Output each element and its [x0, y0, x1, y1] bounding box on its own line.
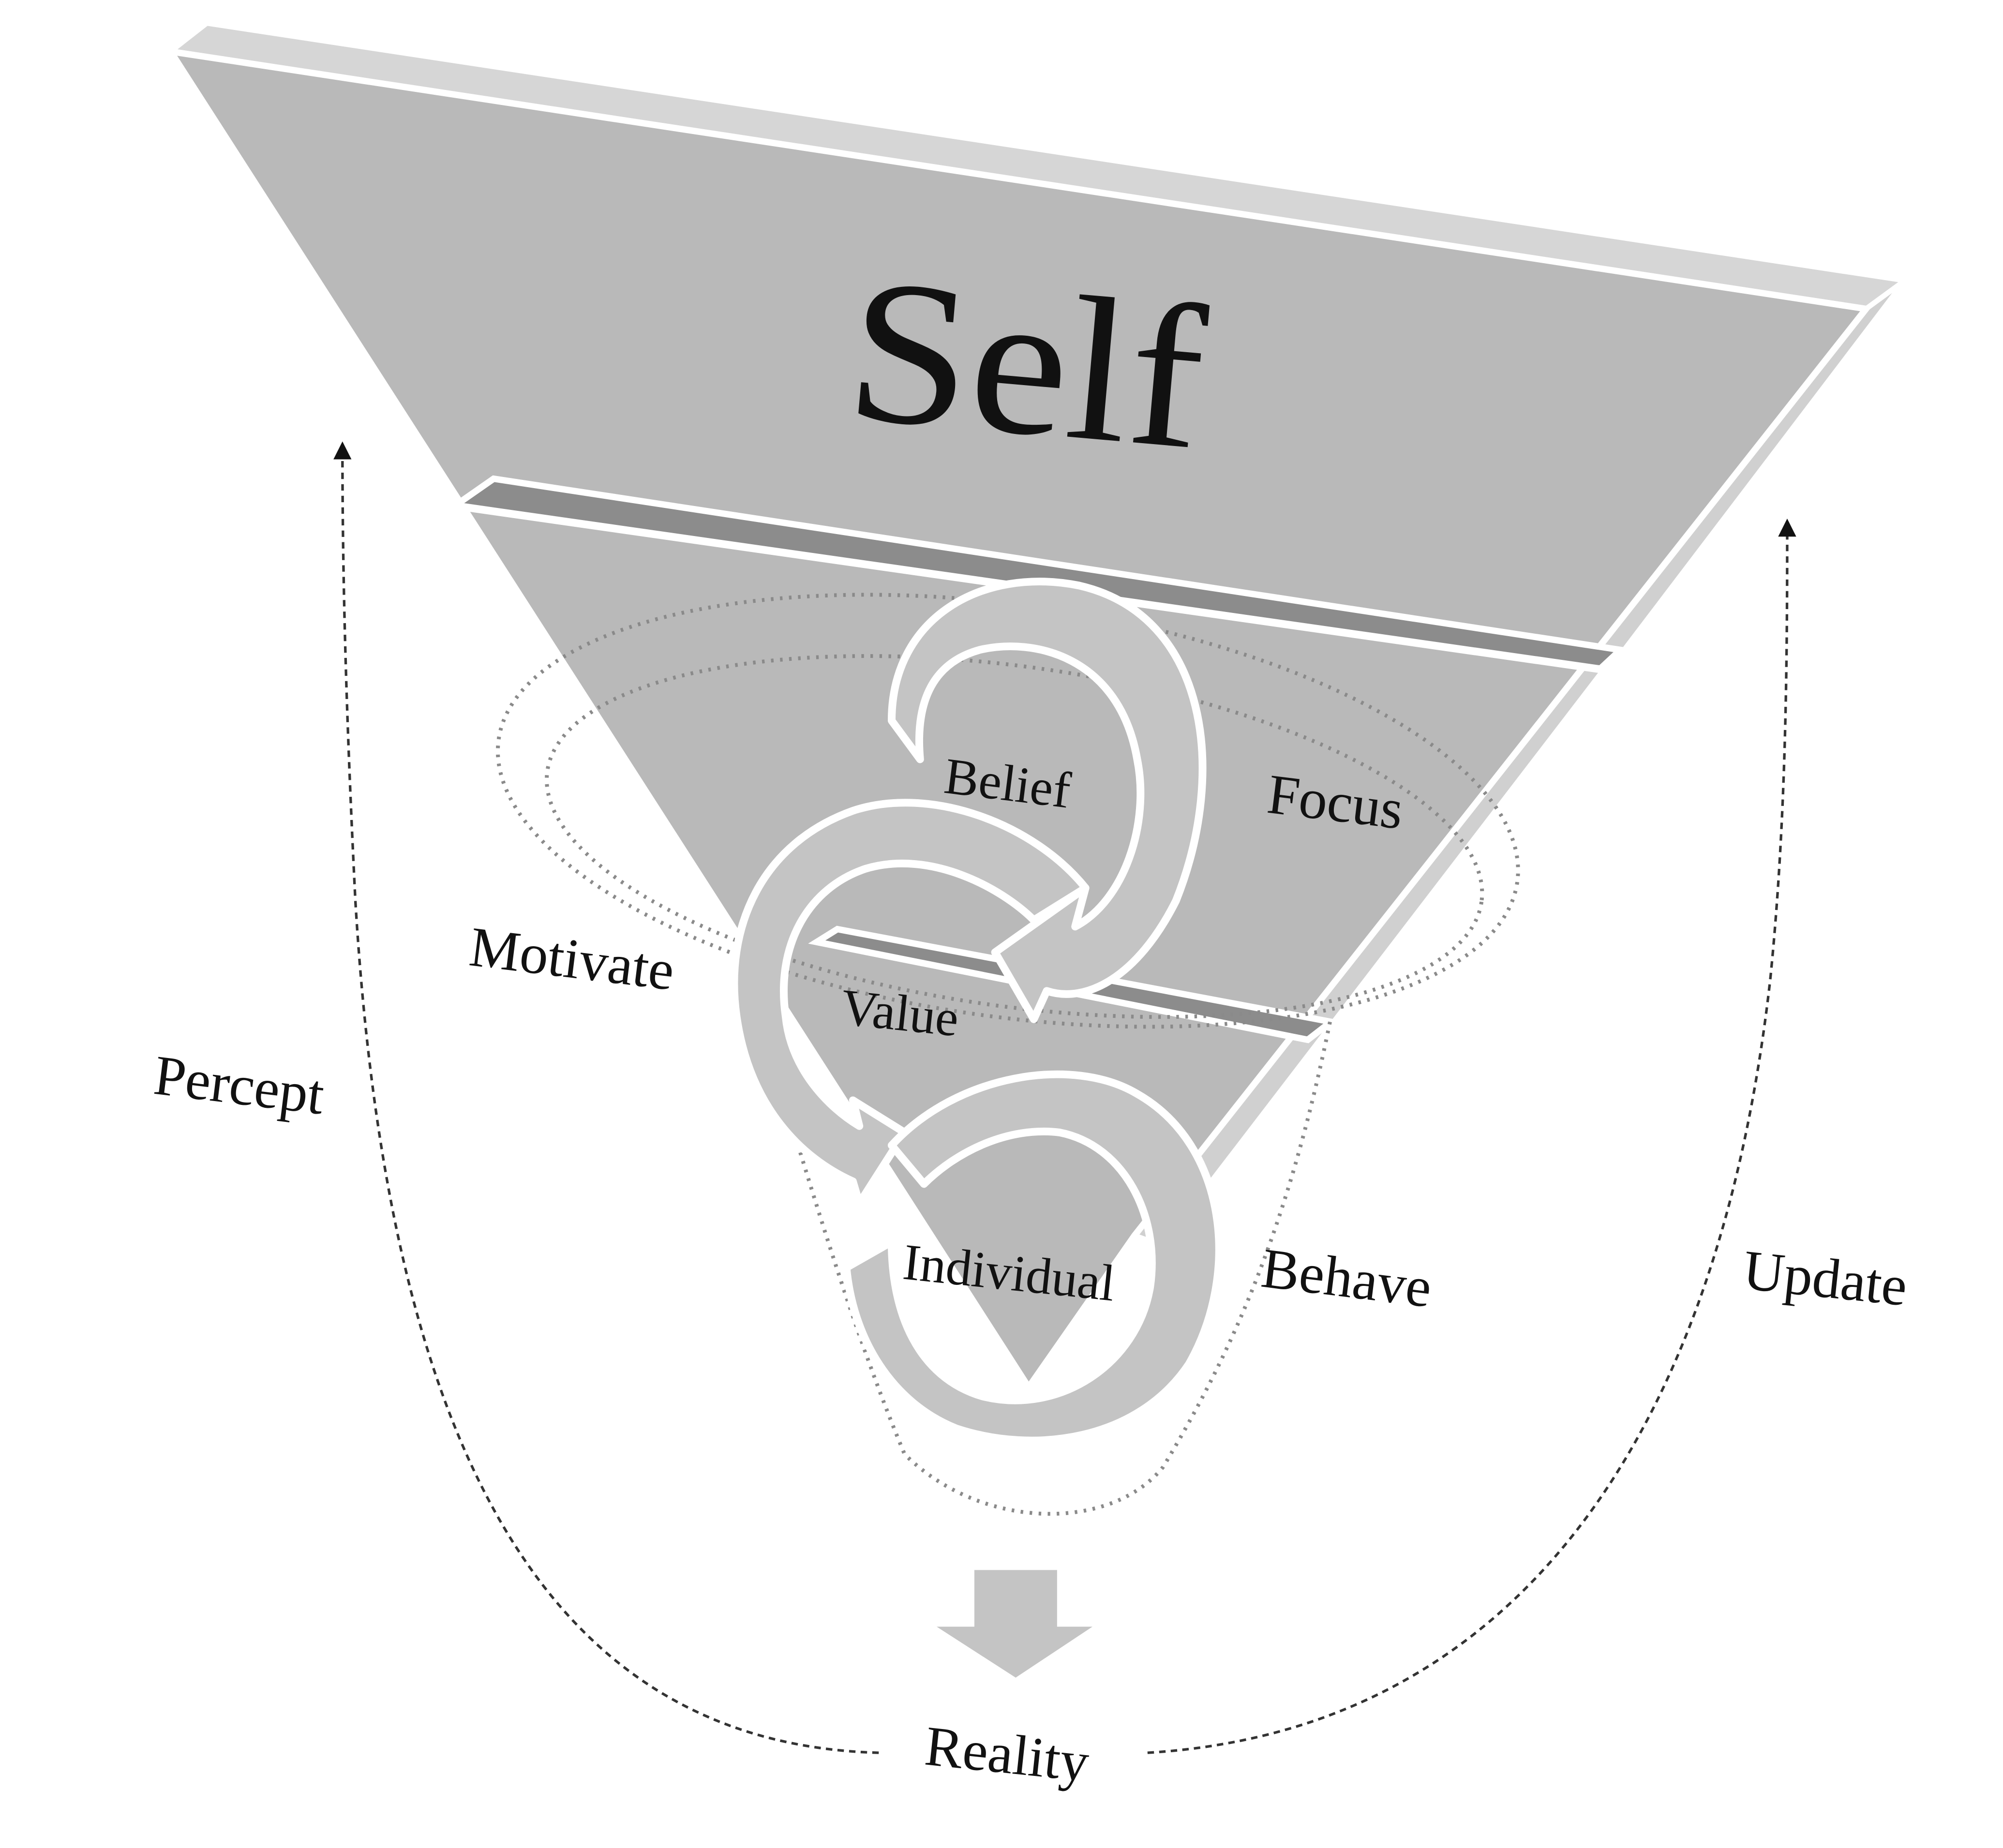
- label-value: Value: [838, 979, 961, 1047]
- lower-dotted-loop: [734, 945, 1333, 1516]
- reality-down-arrow: [919, 1565, 1110, 1684]
- label-behave: Behave: [1258, 1237, 1435, 1320]
- title-self: Self: [839, 235, 1215, 492]
- funnel: [164, 20, 1912, 1393]
- belief-arrow: [887, 578, 1207, 1023]
- individual-arrow: [842, 1070, 1223, 1445]
- outer-dotted-orbit: [495, 593, 1520, 1029]
- value-arrow: [730, 799, 1090, 1207]
- label-motivate: Motivate: [466, 915, 678, 1002]
- dotted-orbits: [495, 593, 1520, 1516]
- spiral-arrows: [730, 578, 1223, 1445]
- label-update: Update: [1740, 1238, 1910, 1318]
- feedback-arcs: [333, 441, 1796, 1754]
- percept-arc: [333, 441, 879, 1754]
- inner-dotted-orbit: [545, 654, 1484, 1019]
- label-reality: Reality: [922, 1714, 1092, 1794]
- label-percept: Percept: [150, 1043, 328, 1127]
